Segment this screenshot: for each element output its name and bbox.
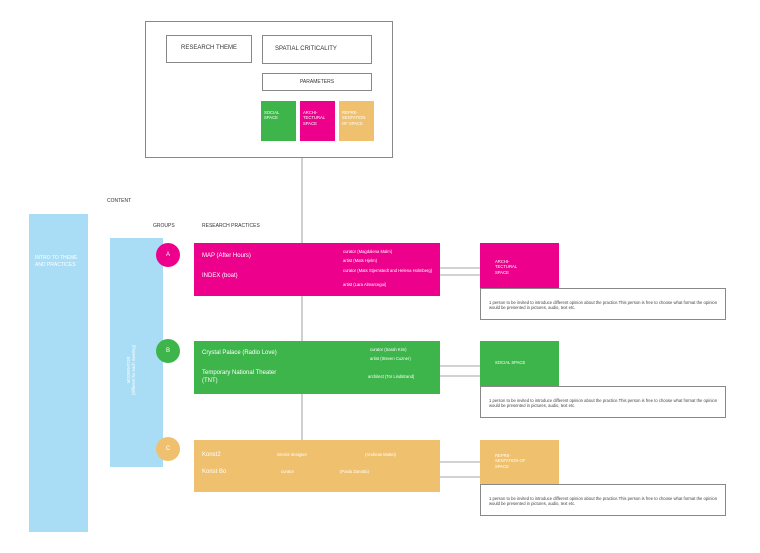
group-b-role-2: artist (Steven Cuzner) <box>370 356 411 361</box>
param-arch-label: ARCHI-TECTURAL SPACE <box>303 110 325 126</box>
parameters-box: PARAMETERS <box>262 73 372 91</box>
group-b-practice-1: Crystal Palace (Radio Love) <box>202 350 277 356</box>
group-c-badge: C <box>156 437 180 461</box>
group-a-badge: A <box>156 243 180 267</box>
group-a-practice-1: MAP (After Hours) <box>202 253 251 259</box>
group-b-panel <box>194 341 440 394</box>
param-repr-label: REPRE-SENTATION OF SPACE <box>342 110 366 126</box>
note-b: 1 person to be invited to introduce diff… <box>480 386 726 418</box>
side-architectural-space: ARCHI-TECTURAL SPACE <box>480 243 559 296</box>
param-social-space: SOCIAL SPACE <box>261 101 296 141</box>
group-a-role-1: curator (Magdalena Malm) <box>343 249 393 254</box>
group-b-role-3: architect (Tor Lindstrand) <box>368 374 415 379</box>
group-a-role-2: artist (Mats Hjelm) <box>343 258 377 263</box>
side-representation-space: REPRE-SENTATION OF SPACE <box>480 440 559 492</box>
side-a-label: ARCHI-TECTURAL SPACE <box>495 259 517 275</box>
group-a-role-3: curator (Mats Stjernstedt and Helena Hol… <box>343 268 433 273</box>
intro-column: INTRO TO THEME AND PRACTICES <box>29 214 88 532</box>
group-b-badge: B <box>156 339 180 363</box>
spatial-criticality-box: SPATIAL CRITICALITY <box>262 35 372 64</box>
group-c-panel <box>194 440 440 492</box>
group-b-practice-2: Temporary National Theater (TNT) <box>202 370 277 384</box>
group-b-role-1: curator (Sarah Kim) <box>370 347 407 352</box>
side-social-space: SOCIAL SPACE <box>480 341 559 394</box>
group-c-practice-2: Konst Bo <box>202 469 227 475</box>
side-b-label: SOCIAL SPACE <box>495 360 526 365</box>
param-social-label: SOCIAL SPACE <box>264 110 280 121</box>
group-c-role-2: curator <box>281 469 295 474</box>
intro-label: INTRO TO THEME AND PRACTICES <box>35 255 78 268</box>
group-c-role-2-name: (Paola Zanotta) <box>340 469 369 474</box>
group-c-role-1-name: (Andreas Mattei) <box>365 452 396 457</box>
note-b-text: 1 person to be invited to introduce diff… <box>489 398 718 409</box>
research-theme-label: RESEARCH THEME <box>181 45 237 52</box>
side-c-label: REPRE-SENTATION OF SPACE <box>495 453 526 469</box>
group-a-panel <box>194 243 440 296</box>
note-a: 1 person to be invited to introduce diff… <box>480 288 726 320</box>
moderator-text: MODERATOR (different for each meeting) <box>126 310 146 430</box>
note-a-text: 1 person to be invited to introduce diff… <box>489 300 718 311</box>
group-a-practice-2: INDEX (boat) <box>202 273 238 279</box>
groups-label: GROUPS <box>153 223 175 229</box>
param-representation-space: REPRE-SENTATION OF SPACE <box>339 101 374 141</box>
group-c-practice-1: Konst2 <box>202 452 221 458</box>
spatial-criticality-label: SPATIAL CRITICALITY <box>275 45 337 52</box>
note-c: 1 person to be invited to introduce diff… <box>480 484 726 516</box>
content-label: CONTENT <box>107 198 132 204</box>
parameters-label: PARAMETERS <box>299 78 335 85</box>
research-theme-box: RESEARCH THEME <box>166 35 252 63</box>
group-c-role-1: interior designer <box>277 452 308 457</box>
note-c-text: 1 person to be invited to introduce diff… <box>489 496 718 507</box>
param-architectural-space: ARCHI-TECTURAL SPACE <box>300 101 335 141</box>
group-a-role-4: artist (Lara Almarcegui) <box>343 282 387 287</box>
moderator-column <box>110 238 163 467</box>
research-practices-label: RESEARCH PRACTICES <box>202 223 260 229</box>
moderator-sublabel: (different for each meeting) <box>131 344 137 396</box>
